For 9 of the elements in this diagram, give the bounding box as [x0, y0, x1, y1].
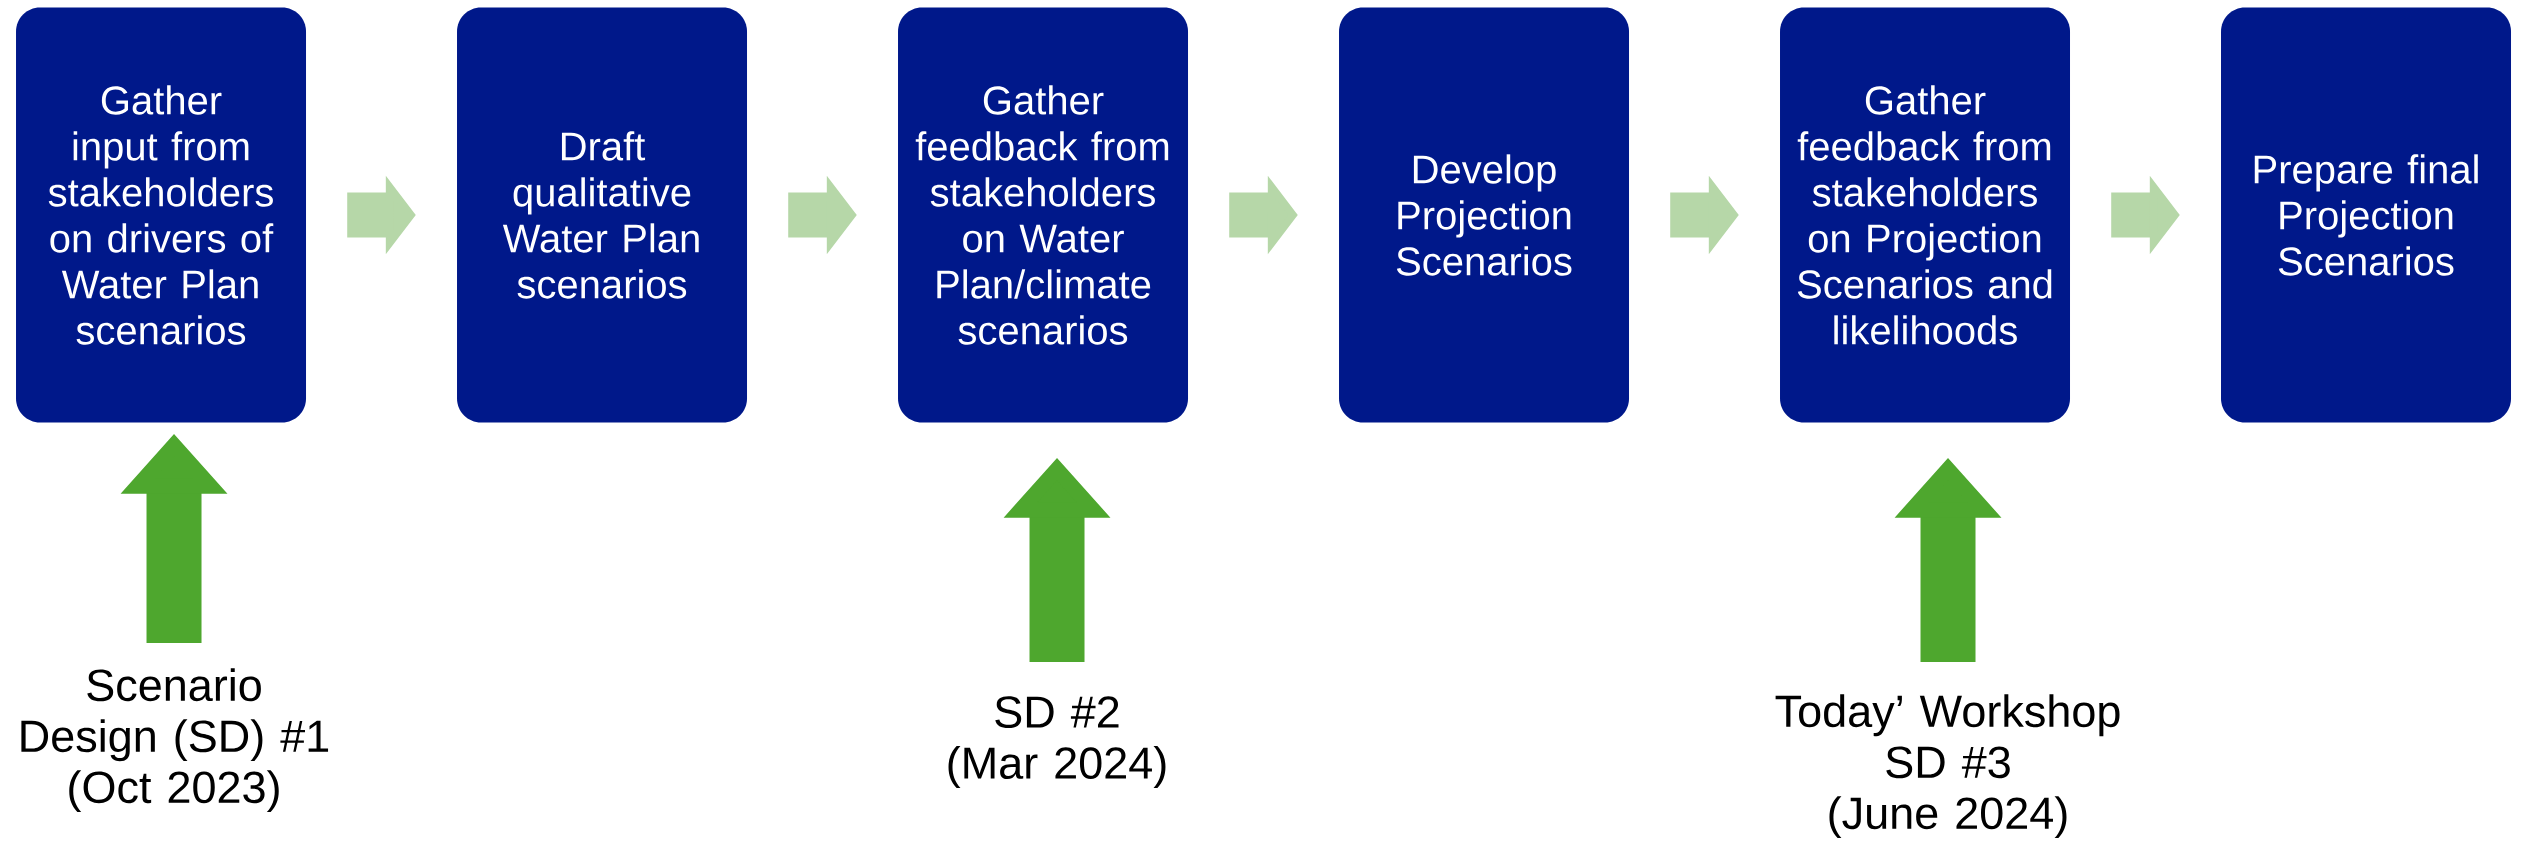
milestone-label: SD #2 (Mar 2024) — [948, 696, 1166, 788]
process-box: Gather feedback from stakeholders on Water Plan/climate scenarios — [898, 7, 1188, 423]
process-box: Develop Projection Scenarios — [1339, 7, 1629, 423]
process-box: Prepare final Projection Scenarios — [2221, 7, 2511, 423]
process-box: Draft qualitative Water Plan scenarios — [457, 7, 747, 423]
process-box: Gather feedback from stakeholders on Projection Scenarios and likelihoods — [1780, 7, 2070, 423]
milestone-label: Today’ Workshop SD #3 (June 2024) — [1775, 694, 2120, 839]
process-box: Gather input from stakeholders on drivers of Water Plan scenarios — [16, 7, 306, 423]
milestone-label: Scenario Design (SD) #1 (Oct 2023) — [21, 668, 329, 813]
